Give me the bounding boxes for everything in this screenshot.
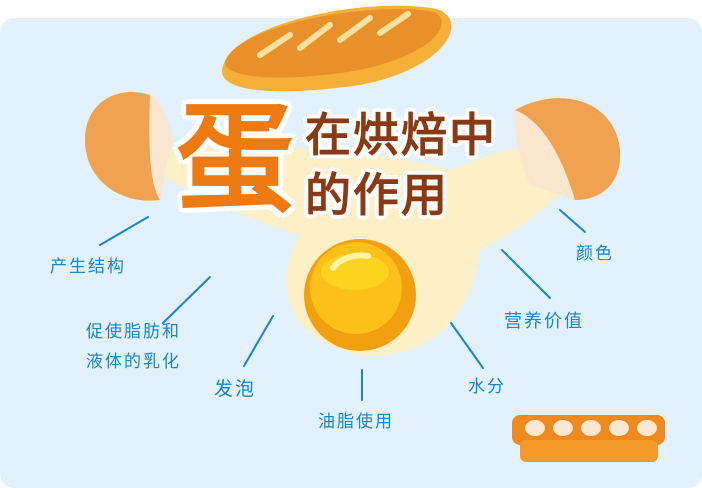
connector-line bbox=[243, 315, 274, 367]
egg-carton-icon bbox=[512, 415, 665, 462]
label-structure: 产生结构 bbox=[50, 257, 126, 277]
label-foaming: 发泡 bbox=[214, 378, 257, 400]
label-color: 颜色 bbox=[576, 244, 614, 264]
label-nutrition: 营养价值 bbox=[504, 311, 584, 332]
connector-line bbox=[162, 276, 211, 324]
label-moisture: 水分 bbox=[468, 377, 506, 397]
connector-line bbox=[559, 209, 586, 233]
title-line-2: 的作用 bbox=[305, 168, 449, 222]
connector-line bbox=[99, 216, 149, 246]
connector-line bbox=[501, 249, 551, 299]
egg-shell-left-icon bbox=[85, 92, 172, 201]
egg-shell-right-icon bbox=[514, 98, 621, 200]
title-line-1: 在烘焙中 bbox=[305, 108, 497, 162]
connector-line bbox=[450, 322, 484, 369]
bread-icon bbox=[221, 5, 452, 92]
label-fat-use: 油脂使用 bbox=[318, 412, 394, 432]
label-emulsify-2: 液体的乳化 bbox=[86, 352, 181, 372]
label-emulsify-1: 促使脂肪和 bbox=[86, 322, 181, 342]
title-main-char: 蛋 bbox=[176, 90, 295, 228]
egg-yolk-icon bbox=[304, 239, 416, 351]
